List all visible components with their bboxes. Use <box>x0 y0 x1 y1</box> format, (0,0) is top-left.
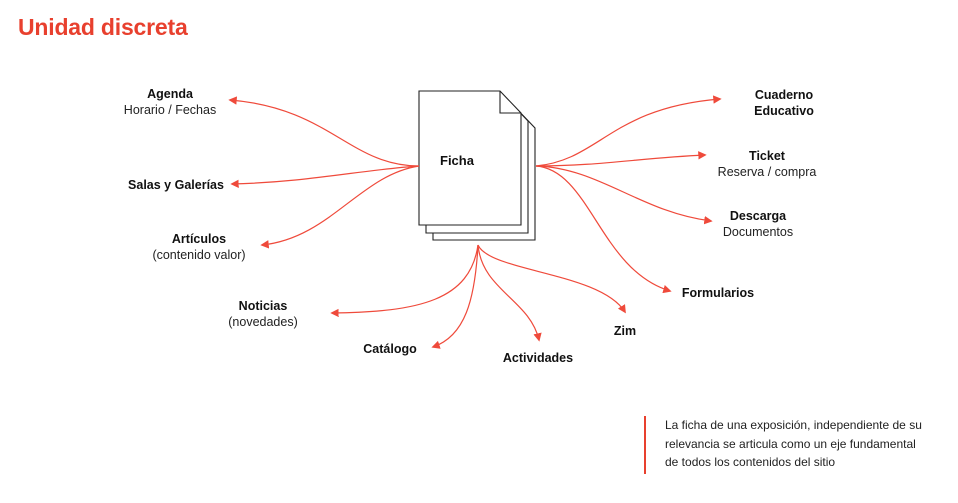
connector-articulos <box>260 165 420 249</box>
node-descarga-subtitle: Documentos <box>722 225 794 239</box>
connector-noticias <box>330 244 479 318</box>
node-actividades: Actividades <box>496 350 580 366</box>
node-noticias: Noticias (novedades) <box>218 298 308 330</box>
node-descarga-title: Descarga <box>729 209 787 223</box>
node-agenda: Agenda Horario / Fechas <box>115 86 225 118</box>
connector-cuaderno <box>535 95 722 167</box>
node-catalogo: Catálogo <box>352 341 428 357</box>
node-agenda-title: Agenda <box>147 87 193 101</box>
node-salas-title: Salas y Galerías <box>128 178 224 192</box>
node-cuaderno-title-line2: Educativo <box>754 104 814 118</box>
note-line-3: de todos los contenidos del sitio <box>665 455 836 469</box>
node-cuaderno: Cuaderno Educativo <box>744 87 824 119</box>
connector-descarga <box>535 165 713 225</box>
node-salas: Salas y Galerías <box>120 177 232 193</box>
node-descarga: Descarga Documentos <box>712 208 804 240</box>
node-noticias-title: Noticias <box>238 299 288 313</box>
connector-ticket <box>535 151 707 167</box>
node-cuaderno-title-line1: Cuaderno <box>754 88 814 102</box>
node-formularios: Formularios <box>676 285 760 301</box>
node-ticket-title: Ticket <box>749 149 785 163</box>
node-noticias-subtitle: (novedades) <box>228 315 298 329</box>
note-line-1: La ficha de una exposición, independient… <box>665 418 922 432</box>
node-zim: Zim <box>608 323 642 339</box>
node-articulos-title: Artículos <box>171 232 227 246</box>
connector-actividades <box>477 244 542 342</box>
page-title: Unidad discreta <box>18 14 188 40</box>
node-articulos: Artículos (contenido valor) <box>143 231 255 263</box>
description-note: La ficha de una exposición, independient… <box>644 416 958 474</box>
node-formularios-title: Formularios <box>681 286 755 300</box>
node-actividades-title: Actividades <box>502 351 574 365</box>
node-agenda-subtitle: Horario / Fechas <box>123 103 217 117</box>
node-ticket: Ticket Reserva / compra <box>712 148 822 180</box>
note-line-2: relevancia se articula como un eje funda… <box>665 436 916 451</box>
document-stack-icon <box>418 90 536 241</box>
connector-agenda <box>228 96 420 167</box>
node-zim-title: Zim <box>613 324 637 338</box>
connector-zim <box>477 244 626 314</box>
connector-formularios <box>535 165 672 294</box>
node-ticket-subtitle: Reserva / compra <box>717 165 817 179</box>
node-articulos-subtitle: (contenido valor) <box>152 248 246 262</box>
connector-salas <box>230 165 420 189</box>
connector-catalogo <box>431 244 479 349</box>
center-label: Ficha <box>440 153 474 168</box>
node-catalogo-title: Catálogo <box>363 342 417 356</box>
